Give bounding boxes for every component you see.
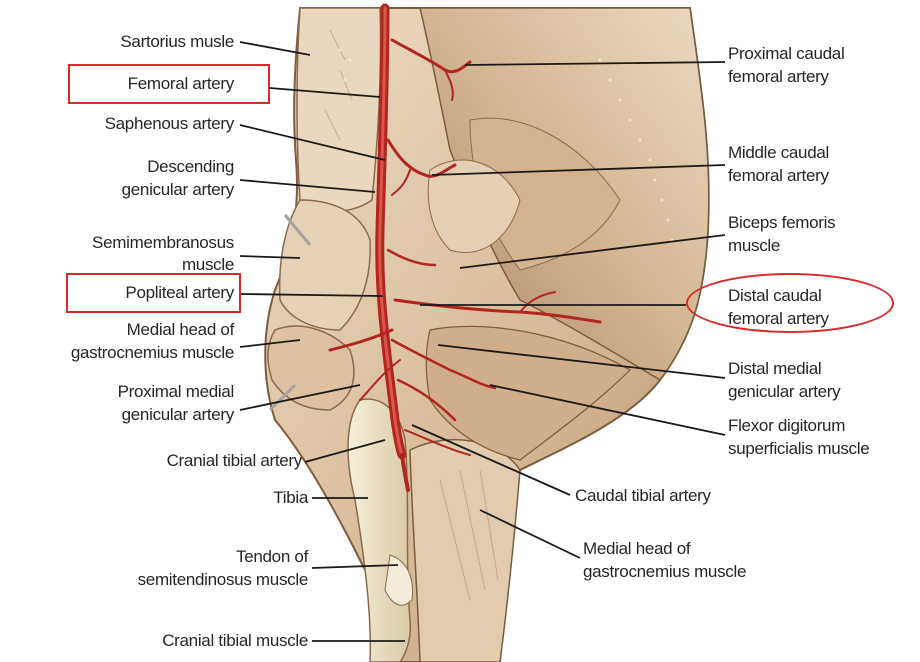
label-distal-caudal-femoral-artery: Distal caudal femoral artery (728, 284, 829, 330)
label-femoral-artery: Femoral artery (128, 74, 234, 94)
label-proximal-caudal-femoral-artery: Proximal caudal femoral artery (728, 42, 844, 88)
label-cranial-tibial-muscle: Cranial tibial muscle (162, 631, 308, 651)
label-tendon-semitendinosus: Tendon of semitendinosus muscle (138, 545, 308, 591)
label-descending-genicular-artery: Descending genicular artery (122, 155, 234, 201)
label-flexor-digitorum-superficialis: Flexor digitorum superficialis muscle (728, 414, 869, 460)
medial-head-gastrocnemius-right (410, 440, 520, 662)
label-tibia: Tibia (273, 488, 308, 508)
label-distal-medial-genicular-artery: Distal medial genicular artery (728, 357, 840, 403)
label-proximal-medial-genicular-artery: Proximal medial genicular artery (118, 380, 234, 426)
label-popliteal-artery: Popliteal artery (125, 283, 234, 303)
sartorius-muscle (297, 8, 381, 211)
label-medial-head-gastrocnemius-right: Medial head of gastrocnemius muscle (583, 537, 746, 583)
label-sartorius: Sartorius musle (120, 32, 234, 52)
label-semimembranosus: Semimembranosus muscle (92, 232, 234, 276)
label-cranial-tibial-artery: Cranial tibial artery (167, 451, 302, 471)
label-saphenous-artery: Saphenous artery (105, 114, 234, 134)
label-medial-head-gastrocnemius-left: Medial head of gastrocnemius muscle (71, 318, 234, 364)
label-middle-caudal-femoral-artery: Middle caudal femoral artery (728, 141, 829, 187)
label-caudal-tibial-artery: Caudal tibial artery (575, 486, 711, 506)
label-biceps-femoris: Biceps femoris muscle (728, 211, 835, 257)
